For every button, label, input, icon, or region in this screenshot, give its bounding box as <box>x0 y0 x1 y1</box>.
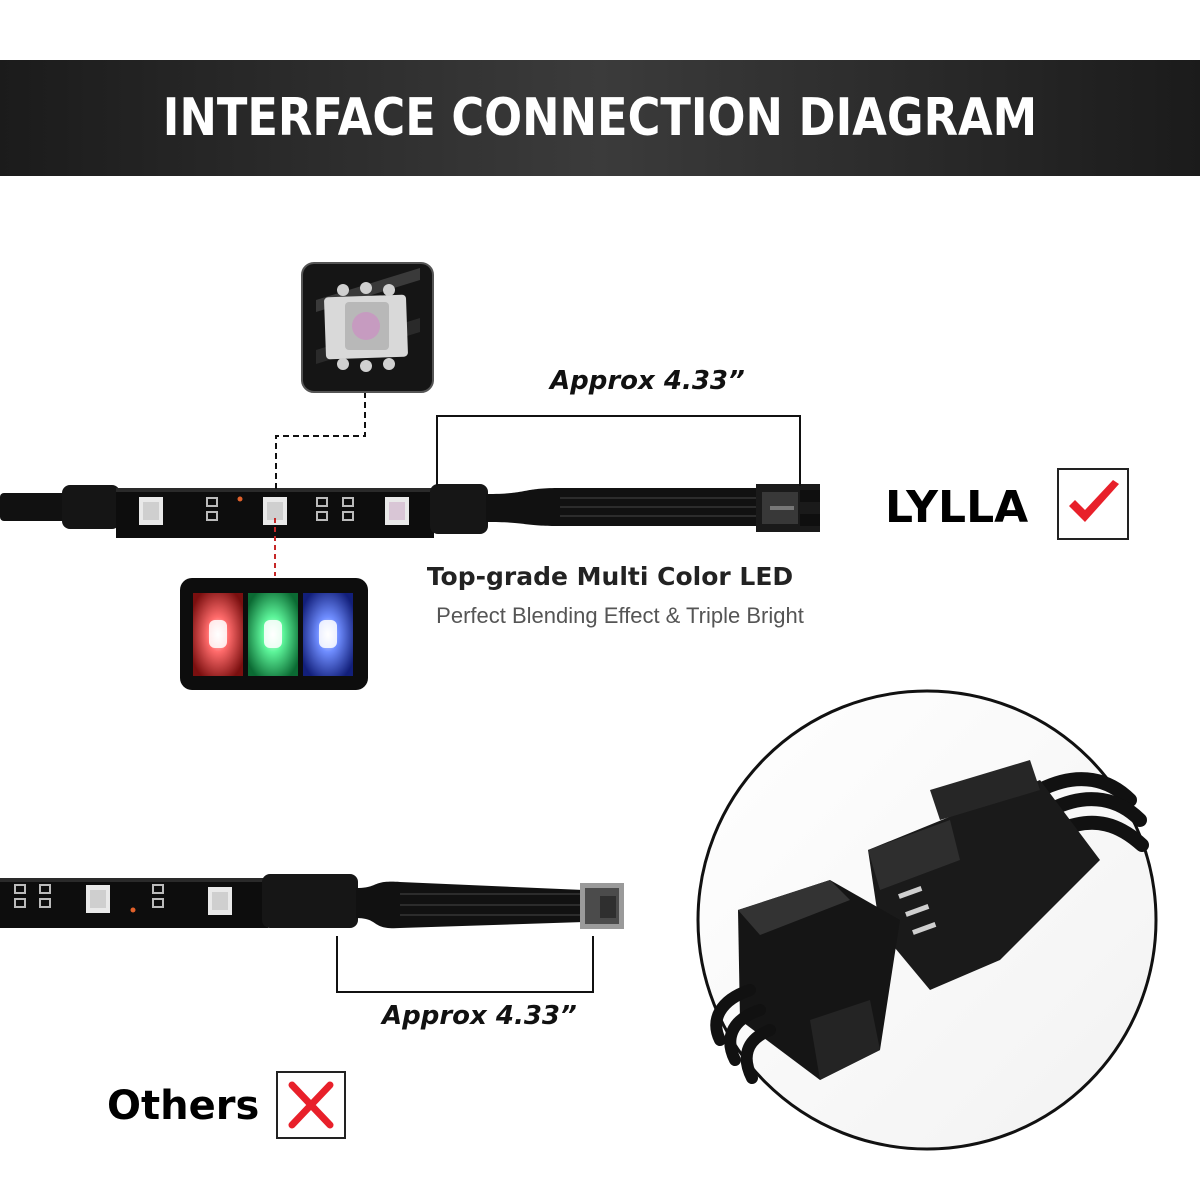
led-chip <box>385 497 409 525</box>
led-chip <box>263 497 287 525</box>
bottom-length-bracket <box>336 936 594 993</box>
title-banner: INTERFACE CONNECTION DIAGRAM <box>0 60 1200 176</box>
top-length-label: Approx 4.33” <box>550 366 745 396</box>
recommended-brand-name: LYLLA <box>885 482 1029 533</box>
check-icon <box>1069 480 1119 522</box>
others-checkbox <box>276 1071 346 1139</box>
bottom-connector <box>580 883 624 929</box>
chip-leader-line <box>275 392 366 494</box>
bottom-length-label: Approx 4.33” <box>382 1001 577 1031</box>
others-brand-name: Others <box>107 1083 260 1129</box>
bottom-led-strip <box>0 874 624 929</box>
top-led-strip <box>0 484 820 538</box>
cross-icon <box>288 1081 334 1129</box>
top-connector <box>756 484 820 532</box>
connector-closeup <box>696 689 1158 1151</box>
page-title: INTERFACE CONNECTION DIAGRAM <box>162 88 1038 148</box>
recommended-checkbox <box>1057 468 1129 540</box>
top-length-bracket <box>436 415 801 486</box>
rgb-led-glow <box>180 578 368 690</box>
led-chip <box>208 887 232 915</box>
feature-title: Top-grade Multi Color LED <box>426 562 794 591</box>
led-chip <box>86 885 110 913</box>
led-chip-closeup <box>301 262 434 393</box>
led-chip <box>139 497 163 525</box>
feature-subtitle: Perfect Blending Effect & Triple Bright <box>436 603 804 628</box>
